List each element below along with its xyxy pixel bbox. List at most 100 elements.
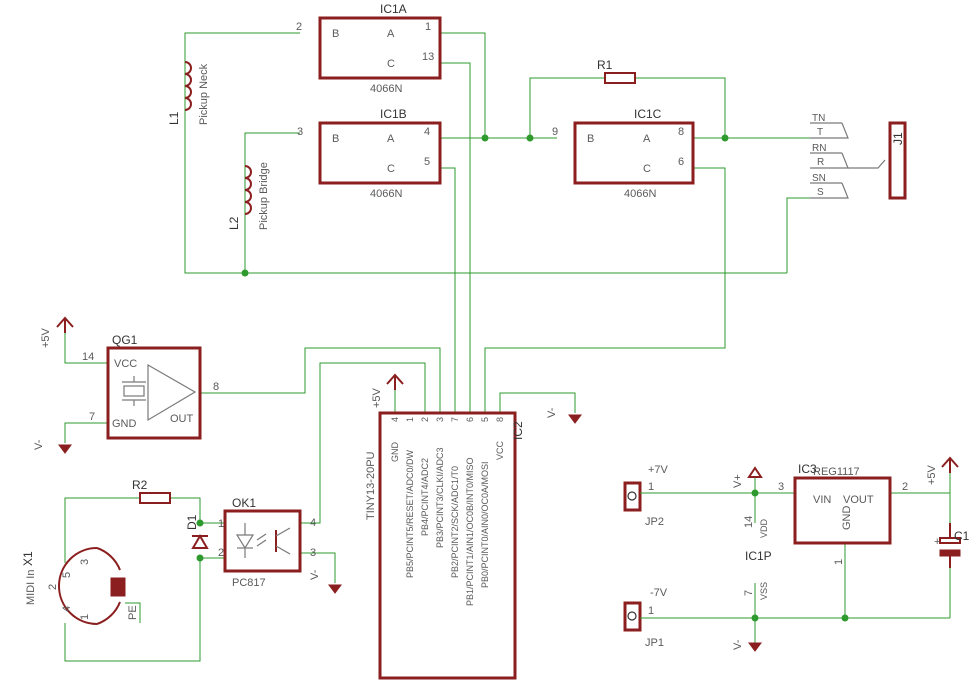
- phototransistor-icon: [275, 527, 291, 555]
- ic1p-vdd: VDD: [759, 518, 769, 538]
- ok1-vminus-label: V-: [309, 569, 321, 580]
- led-icon: [235, 523, 267, 558]
- ic2-pin-pb4: PB4/PCINT4/ADC2: [420, 458, 430, 536]
- ok1-name: OK1: [232, 496, 256, 510]
- inductor-l1: L1 Pickup Neck: [167, 61, 210, 125]
- supply-symbols: +5V V- +5V V- V- V+ V- +5V: [33, 316, 959, 652]
- ic1a-name: IC1A: [380, 2, 407, 16]
- ic1a-num-a: 1: [425, 21, 431, 33]
- ic2-num-3: 3: [435, 417, 445, 422]
- resistor-r1: R1: [597, 58, 636, 84]
- ic1b-name: IC1B: [380, 107, 407, 121]
- ic2-num-5: 5: [480, 417, 490, 422]
- ic1p-num-vdd: 14: [743, 516, 755, 528]
- ic1c-num-a: 8: [678, 126, 684, 138]
- ic2-num-1: 1: [405, 417, 415, 422]
- ic3-num-gnd: 1: [833, 559, 845, 565]
- ic1b-pin-a: A: [387, 133, 395, 145]
- qg1-gnd: GND: [112, 418, 137, 430]
- ic1c-num-c: 6: [678, 156, 684, 168]
- tiny13-p5v-label: +5V: [371, 387, 383, 408]
- x1-pin-5: 5: [61, 572, 73, 578]
- ic1p-num-vss: 7: [743, 590, 755, 596]
- j1-pin-r: R: [817, 157, 824, 168]
- tiny13-vminus-icon: [568, 414, 582, 424]
- ok1-num-1: 1: [218, 518, 224, 530]
- ic1a-switch: IC1A 4066N B A C 2 1 13: [296, 2, 442, 95]
- psu-vminus-icon: [748, 642, 762, 652]
- ic2-num-6: 6: [465, 417, 475, 422]
- ic3-gnd: GND: [841, 506, 853, 531]
- l2-name: L2: [227, 216, 241, 230]
- ic1p-name: IC1P: [745, 549, 772, 563]
- x1-value: MIDI In: [25, 570, 37, 605]
- jp2-supply: +7V: [648, 464, 669, 476]
- ic1b-pin-b: B: [332, 133, 339, 145]
- vplus-icon: [747, 466, 763, 478]
- ic1p-vss: VSS: [759, 582, 769, 600]
- qg1-num-vcc: 14: [82, 351, 94, 363]
- wires: [64, 32, 951, 662]
- ic2-value: TINY13-20PU: [365, 451, 377, 520]
- qg1-num-out: 8: [213, 381, 219, 393]
- vplus-label: V+: [732, 474, 744, 488]
- out-p5v-label: +5V: [926, 464, 938, 485]
- ic2-num-8: 8: [495, 417, 505, 422]
- mcu-ic2: IC2 TINY13-20PU GND PB5/PCINT5/RESET/ADC…: [365, 411, 525, 680]
- ic2-num-7: 7: [450, 417, 460, 422]
- ic3-vin: VIN: [813, 494, 831, 506]
- qg1-out: OUT: [170, 413, 194, 425]
- j1-name: J1: [891, 132, 905, 145]
- c1-plus: +: [934, 536, 940, 548]
- ic1c-num-b: 9: [552, 126, 558, 138]
- jp1-supply: -7V: [650, 587, 668, 599]
- out-p5v-arrow-icon: [941, 456, 959, 473]
- ic2-pin-pb3: PB3/PCINT3/CLKI/ADC3: [435, 447, 445, 548]
- j1-pin-tn: TN: [812, 113, 825, 124]
- c1-name: C1: [954, 529, 970, 543]
- ic2-num-2: 2: [420, 417, 430, 422]
- qg1-num-gnd: 7: [89, 411, 95, 423]
- qg1-p5v-label: +5V: [40, 327, 52, 348]
- jp1-name: JP1: [645, 637, 664, 649]
- ic2-pin-pb5: PB5/PCINT5/RESET/ADC0/DW: [405, 449, 415, 578]
- optocoupler-ok1: OK1 PC817 1 2 3 4: [218, 496, 316, 589]
- ok1-num-2: 2: [218, 547, 224, 559]
- x1-name: X1: [21, 551, 35, 566]
- d1-name: D1: [185, 514, 199, 530]
- ok1-num-3: 3: [310, 547, 316, 559]
- l1-value: Pickup Neck: [198, 63, 210, 125]
- ic2-pin-gnd: GND: [390, 442, 400, 463]
- diode-d1: D1: [185, 514, 209, 549]
- ic1b-pin-c: C: [387, 163, 395, 175]
- ic2-pin-vcc: VCC: [495, 440, 505, 460]
- r1-name: R1: [597, 58, 613, 72]
- ic1a-pin-c: C: [387, 58, 395, 70]
- ic2-num-4: 4: [390, 417, 400, 422]
- p5v-arrow-icon: [56, 316, 74, 333]
- ok1-vminus-icon: [328, 584, 342, 594]
- j1-pin-rn: RN: [812, 143, 826, 154]
- tiny13-p5v-arrow-icon: [386, 373, 404, 390]
- x1-pin-1: 1: [79, 614, 91, 620]
- resistor-r2: R2: [132, 478, 171, 504]
- ic3-num-vin: 3: [778, 481, 784, 493]
- x1-pin-2: 2: [47, 584, 59, 590]
- junction-dots: [196, 134, 849, 622]
- ic1c-switch: IC1C 4066N B A C 9 8 6: [552, 107, 695, 200]
- ic3-vout: VOUT: [843, 494, 874, 506]
- ic3-value-text: REG1117: [813, 466, 860, 478]
- ic1b-num-a: 4: [424, 126, 430, 138]
- ic3-num-vout: 2: [902, 481, 908, 493]
- ic3-name: IC3: [798, 462, 817, 476]
- ic2-pin-pb0: PB0/PCINT0/AIN0/OC0A/MOSI: [480, 461, 490, 588]
- ic1c-name: IC1C: [634, 107, 662, 121]
- qg1-vminus-label: V-: [33, 439, 45, 450]
- l1-name: L1: [167, 111, 181, 125]
- qg1-vcc: VCC: [114, 358, 137, 370]
- ic1c-pin-a: A: [643, 133, 651, 145]
- r2-name: R2: [132, 478, 148, 492]
- ic1b-value: 4066N: [370, 188, 402, 200]
- jp2-pin: 1: [648, 481, 654, 493]
